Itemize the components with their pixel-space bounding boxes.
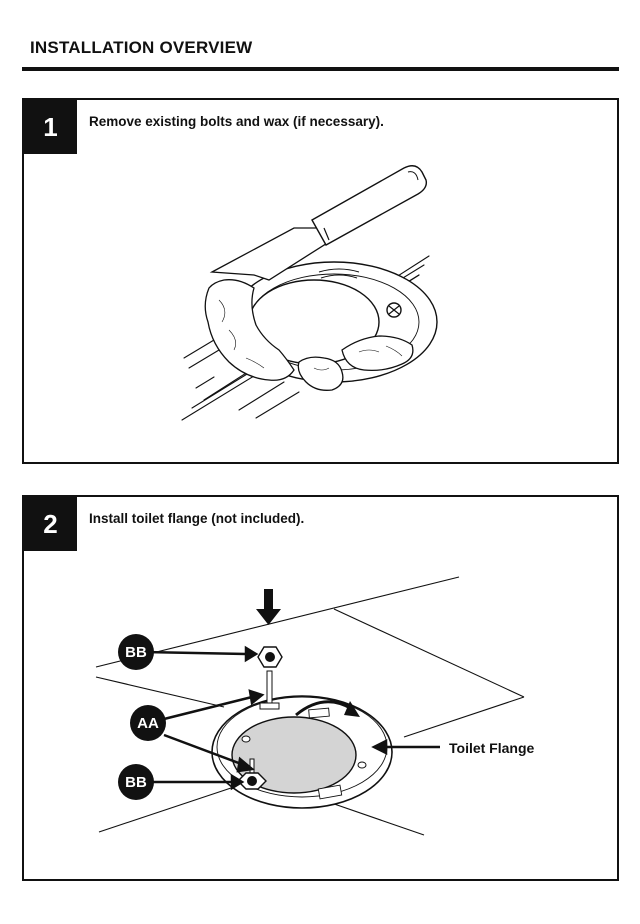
rotation-arrow-icon [295, 700, 353, 717]
step-2-panel: 2 Install toilet flange (not included). [22, 495, 619, 881]
step-2-number: 2 [24, 497, 77, 551]
wax-residue [204, 279, 414, 391]
callout-aa: AA [130, 705, 166, 741]
t-bolt [259, 670, 280, 710]
step-1-panel: 1 Remove existing bolts and wax (if nece… [22, 98, 619, 464]
wax-removal-illustration [181, 165, 438, 421]
down-arrow-icon [256, 589, 281, 625]
callout-bb-top: BB [118, 634, 154, 670]
screw-icon [386, 302, 402, 318]
callout-bb-bottom: BB [118, 764, 154, 800]
toilet-flange [211, 695, 393, 809]
wax-texture [218, 299, 403, 371]
title-rule [22, 67, 619, 71]
step-1-instruction: Remove existing bolts and wax (if necess… [89, 114, 384, 129]
step-2-instruction: Install toilet flange (not included). [89, 511, 305, 526]
svg-text:BB: BB [125, 774, 147, 791]
putty-knife-handle [311, 165, 428, 246]
toilet-flange-label: Toilet Flange [449, 740, 535, 756]
svg-text:AA: AA [137, 715, 159, 732]
page-title: INSTALLATION OVERVIEW [30, 38, 253, 57]
flange-install-illustration: BB AA BB [95, 576, 525, 836]
step-1-number: 1 [24, 100, 77, 154]
svg-text:BB: BB [125, 644, 147, 661]
nut-washer [257, 646, 283, 668]
